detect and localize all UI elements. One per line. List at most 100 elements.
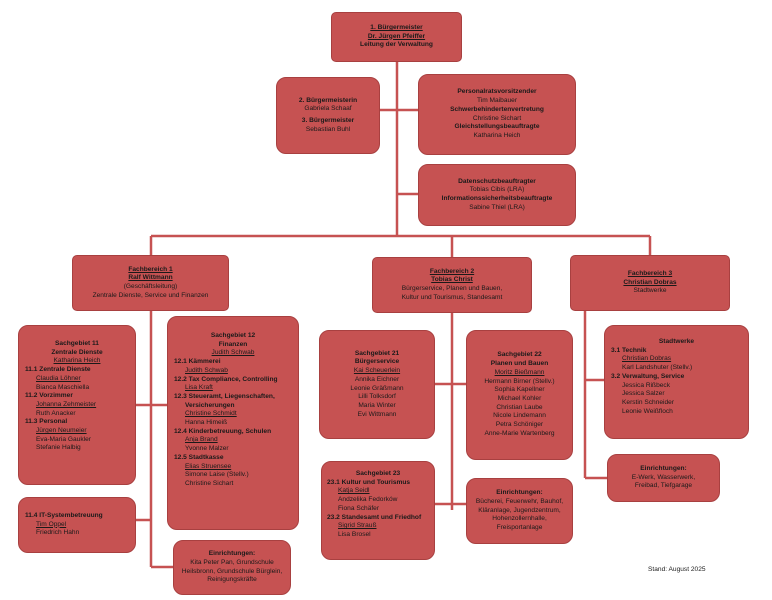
sg22-member: Nicole Lindemann — [493, 412, 546, 420]
sw32-member: Leonie Weißfloch — [622, 407, 673, 415]
sg114-lead: Tim Oppel — [36, 520, 67, 528]
deputy3-name: Sebastian Buhl — [305, 125, 351, 133]
deputy2-title: 2. Bürgermeisterin — [298, 96, 358, 104]
sg125-member: Simone Laise (Stellv.) — [185, 471, 249, 479]
sg121-lead: Judith Schwab — [185, 366, 228, 374]
fb2-desc2: Kultur und Tourismus, Standesamt — [401, 293, 503, 301]
datenschutz-box: Datenschutzbeauftragter Tobias Cibis (LR… — [418, 164, 576, 226]
stadtwerke-box: Stadtwerke 3.1 Technik Christian Dobras … — [604, 325, 749, 439]
gleichstellung-title: Gleichstellungsbeauftragte — [454, 123, 540, 131]
sg22-lead: Moritz Bießmann — [494, 368, 545, 376]
einr3-line: Freibad, Tiefgarage — [634, 482, 693, 490]
sg231-member: Andzelika Fedorków — [338, 496, 398, 504]
fb3-title: Fachbereich 3 — [627, 269, 673, 277]
sg111-lead: Claudia Löhner — [36, 374, 81, 382]
sg22-member: Sophia Kapellner — [494, 386, 545, 394]
representatives-box: Personalratsvorsitzender Tim Maibauer Sc… — [418, 74, 576, 155]
sg112-lead: Johanna Zehmeister — [36, 400, 97, 408]
sw32-member: Jessica Rißbeck — [622, 381, 671, 389]
einrichtungen-fb3-box: Einrichtungen: E-Werk, Wasserwerk, Freib… — [607, 454, 720, 502]
sg112-member: Ruth Anacker — [36, 409, 76, 417]
sg22-subtitle: Planen und Bauen — [490, 360, 549, 368]
sg12-subtitle: Finanzen — [218, 340, 248, 348]
fb1-desc: Zentrale Dienste, Service und Finanzen — [92, 291, 209, 299]
sg122-lead: Lisa Kraft — [185, 384, 213, 392]
infosec-title: Informationssicherheitsbeauftragte — [441, 195, 553, 202]
fb2-title: Fachbereich 2 — [429, 267, 475, 275]
sachgebiet-21-box: Sachgebiet 21 Bürgerservice Kai Scheuerl… — [319, 330, 435, 439]
sg123-lead: Christine Schmidt — [185, 410, 237, 418]
fb1-title: Fachbereich 1 — [128, 265, 173, 273]
sg125-lead: Elias Struensee — [185, 462, 232, 470]
sg21-lead: Kai Scheuerlein — [353, 367, 401, 375]
sachgebiet-22-box: Sachgebiet 22 Planen und Bauen Moritz Bi… — [466, 330, 573, 460]
sachgebiet-12-box: Sachgebiet 12 Finanzen Judith Schwab 12.… — [167, 316, 299, 530]
sg123-title-cont: Versicherungen — [185, 401, 235, 409]
sg22-member: Hermann Birner (Stellv.) — [484, 377, 555, 385]
fb3-desc: Stadtwerke — [633, 287, 667, 295]
sg113-title: 11.3 Personal — [25, 418, 68, 426]
einr2-line: Kläranlage, Jugendzentrum, — [478, 506, 561, 514]
einr3-line: E-Werk, Wasserwerk, — [631, 473, 696, 481]
sg111-title: 11.1 Zentrale Dienste — [25, 366, 91, 374]
schwerbehinderten-name: Christine Sichart — [472, 114, 522, 122]
fachbereich-1-box: Fachbereich 1 Ralf Wittmann (Geschäftsle… — [72, 255, 229, 311]
einr2-line: Freisportanlage — [496, 524, 543, 532]
einrichtungen-fb1-box: Einrichtungen: Kita Peter Pan, Grundschu… — [173, 540, 291, 595]
sw31-lead: Christian Dobras — [622, 355, 672, 363]
gleichstellung-name: Katharina Heich — [473, 131, 521, 139]
sachgebiet-23-box: Sachgebiet 23 23.1 Kultur und Tourismus … — [321, 461, 435, 560]
sw-title: Stadtwerke — [658, 338, 695, 345]
fb2-desc1: Bürgerservice, Planen und Bauen, — [401, 285, 503, 292]
sg113-member: Stefanie Halbig — [36, 444, 81, 452]
deputies-box: 2. Bürgermeisterin Gabriela Schaaf 3. Bü… — [276, 77, 380, 154]
infosec-name: Sabine Thiel (LRA) — [469, 203, 525, 211]
it-systembetreuung-box: 11.4 IT-Systembetreuung Tim Oppel Friedr… — [18, 497, 136, 553]
sg21-member: Evi Wittmann — [357, 410, 397, 418]
mayor-title: 1. Bürgermeister — [370, 23, 423, 31]
sg121-title: 12.1 Kämmerei — [174, 358, 221, 366]
sg123-member: Hanna Himeiß — [185, 419, 228, 427]
sg125-title: 12.5 Stadtkasse — [174, 453, 224, 461]
einr1-line: Kita Peter Pan, Grundschule — [190, 558, 274, 566]
sg12-lead: Judith Schwab — [211, 349, 255, 357]
sg22-member: Christian Laube — [496, 403, 543, 411]
fachbereich-2-box: Fachbereich 2 Tobias Christ Bürgerservic… — [372, 257, 532, 313]
sg124-lead: Anja Brand — [185, 436, 218, 444]
sw31-member: Karl Landshuter (Stellv.) — [622, 364, 693, 372]
deputy2-name: Gabriela Schaaf — [304, 105, 352, 113]
fb3-name: Christian Dobras — [623, 278, 677, 286]
fb2-name: Tobias Christ — [431, 276, 473, 284]
einr2-line: Bücherei, Feuerwehr, Bauhof, — [475, 497, 564, 505]
sg22-member: Anne-Marie Wartenberg — [484, 429, 555, 437]
sg22-member: Michael Kohler — [497, 395, 542, 402]
sg22-title: Sachgebiet 22 — [497, 351, 542, 359]
deputy3-title: 3. Bürgermeister — [301, 117, 355, 124]
sg231-title: 23.1 Kultur und Tourismus — [327, 478, 411, 486]
personalrat-title: Personalratsvorsitzender — [457, 88, 537, 96]
sg231-member: Fiona Schäfer — [338, 504, 380, 512]
sw32-member: Jessica Salzer — [622, 390, 665, 398]
sg232-lead: Sigrid Strauß — [338, 522, 377, 530]
fb1-sub: (Geschäftsleitung) — [123, 283, 178, 290]
datenschutz-name: Tobias Cibis (LRA) — [469, 186, 525, 194]
sg114-title: 11.4 IT-Systembetreuung — [25, 512, 103, 519]
sg11-title: Sachgebiet 11 — [55, 340, 99, 347]
datenschutz-title: Datenschutzbeauftragter — [458, 177, 536, 185]
sg21-member: Maria Winter — [358, 401, 396, 409]
einr1-line: Reinigungskräfte — [207, 576, 257, 584]
stand-date: Stand: August 2025 — [648, 566, 706, 573]
einr1-title: Einrichtungen: — [208, 550, 256, 558]
sachgebiet-11-box: Sachgebiet 11 Zentrale Dienste Katharina… — [18, 325, 136, 485]
einr3-title: Einrichtungen: — [640, 464, 687, 472]
sg113-member: Eva-Maria Gaukler — [36, 435, 91, 443]
sg124-member: Yvonne Malzer — [185, 445, 229, 453]
sg124-title: 12.4 Kinderbetreuung, Schulen — [174, 427, 272, 435]
sg112-title: 11.2 Vorzimmer — [25, 392, 73, 400]
mayor-box: 1. Bürgermeister Dr. Jürgen Pfeiffer Lei… — [331, 12, 462, 62]
sw31-title: 3.1 Technik — [611, 346, 647, 354]
sg23-title: Sachgebiet 23 — [355, 470, 401, 477]
sg21-title: Sachgebiet 21 — [354, 349, 400, 357]
sg232-member: Lisa Brosel — [338, 530, 371, 538]
einr2-title: Einrichtungen: — [496, 489, 543, 497]
